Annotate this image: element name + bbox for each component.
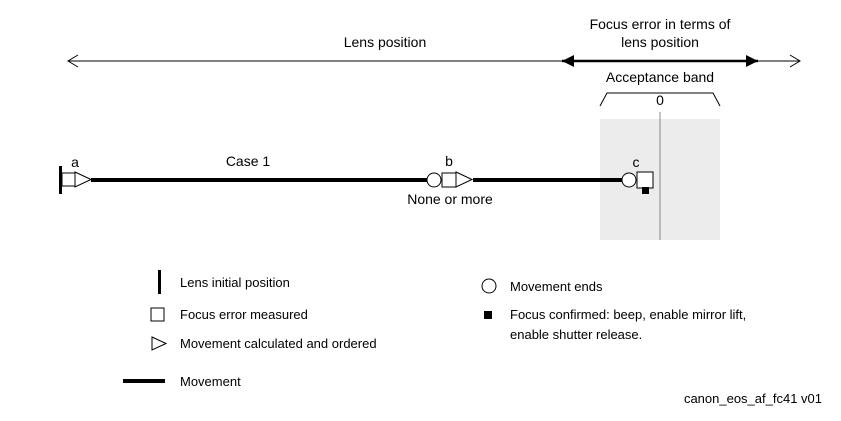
point-b-note: None or more xyxy=(407,191,493,207)
point-b-circle xyxy=(426,172,442,188)
vertical-bar-icon xyxy=(158,270,161,294)
point-b-square xyxy=(441,172,457,188)
point-a-triangle xyxy=(74,171,93,188)
legend-focus-error-measured: Focus error measured xyxy=(180,307,308,322)
point-c-circle xyxy=(621,172,637,188)
lens-position-label: Lens position xyxy=(344,34,427,50)
acceptance-band-label: Acceptance band xyxy=(606,69,714,85)
focus-error-label-line1: Focus error in terms of xyxy=(590,16,731,32)
initial-position-marker xyxy=(59,166,62,194)
filled-square-icon xyxy=(484,311,492,319)
focus-error-label-line2: lens position xyxy=(621,34,699,50)
legend-movement-calculated: Movement calculated and ordered xyxy=(180,336,377,351)
triangle-icon xyxy=(151,336,168,351)
point-c-label: c xyxy=(633,154,640,170)
point-b-triangle xyxy=(455,171,474,188)
point-c-confirmed xyxy=(642,187,649,194)
case-label: Case 1 xyxy=(226,153,271,169)
legend-movement: Movement xyxy=(180,374,241,389)
legend-focus-confirmed-line2: enable shutter release. xyxy=(510,327,642,342)
acceptance-band-bracket xyxy=(599,92,721,107)
zero-label: 0 xyxy=(656,92,664,108)
square-icon xyxy=(150,307,165,322)
circle-icon xyxy=(481,278,497,294)
legend-movement-ends: Movement ends xyxy=(510,279,603,294)
point-a-square xyxy=(61,172,76,187)
legend-initial-position: Lens initial position xyxy=(180,275,290,290)
point-a-label: a xyxy=(71,154,79,170)
point-c-square xyxy=(636,171,654,189)
legend: Lens initial position Focus error measur… xyxy=(123,270,746,389)
version-id: canon_eos_af_fc41 v01 xyxy=(684,391,822,406)
point-b-label: b xyxy=(445,153,453,169)
legend-focus-confirmed-line1: Focus confirmed: beep, enable mirror lif… xyxy=(510,307,746,322)
focus-error-axis xyxy=(562,55,758,67)
